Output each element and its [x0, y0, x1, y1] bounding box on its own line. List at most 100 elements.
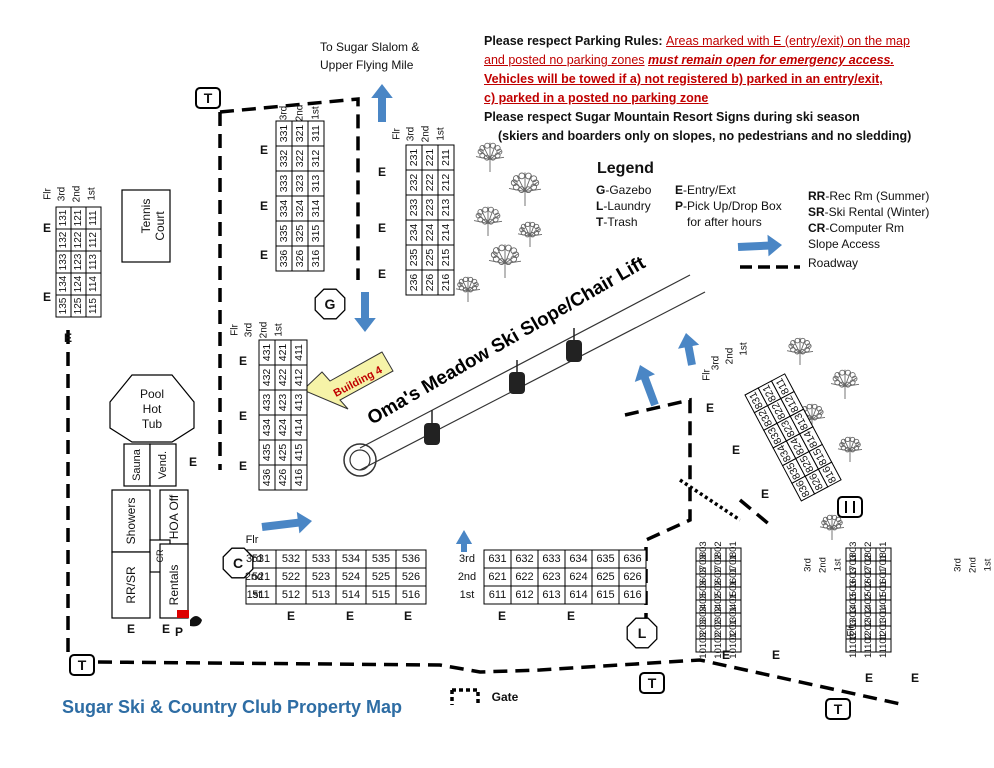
- unit-number: 10401: [728, 593, 739, 619]
- unit-number: 312: [310, 150, 322, 168]
- floor-label: 2nd: [725, 348, 736, 365]
- rentals-room: [159, 543, 189, 619]
- unit-cell: [817, 461, 842, 488]
- unit-number: 132: [58, 231, 69, 248]
- unit-number: 522: [282, 571, 300, 583]
- hoa-label: HOA Off: [167, 494, 181, 539]
- unit-number: 114: [88, 276, 99, 292]
- unit-number: 11802: [863, 542, 874, 568]
- unit-number: 513: [312, 589, 330, 601]
- unit-cell: [725, 638, 742, 653]
- unit-number: 11302: [863, 607, 874, 633]
- chair-icon: [424, 410, 440, 445]
- unit-number: 133: [58, 253, 69, 270]
- unit-number: 625: [596, 571, 614, 583]
- unit-number: 534: [342, 553, 360, 565]
- unit-number: 531: [252, 553, 270, 565]
- unit-number: 514: [342, 589, 360, 601]
- rules-line2b: must remain open for emergency access.: [648, 53, 894, 67]
- entry-marker: E: [911, 671, 919, 685]
- floor-label: 3rd: [459, 553, 475, 565]
- entry-marker: E: [772, 648, 780, 662]
- unit-number: 131: [58, 209, 69, 226]
- unit-number: 232: [408, 174, 420, 192]
- floor-label: Flr: [846, 625, 857, 636]
- floor-label: 1st: [739, 342, 750, 356]
- unit-cell: [307, 245, 325, 272]
- unit-number: 11401: [878, 594, 889, 620]
- unit-number: 10402: [713, 593, 724, 619]
- tree-icon: [473, 206, 503, 236]
- trash-icon: T: [195, 87, 221, 109]
- tree-icon: [517, 221, 543, 247]
- pickup-dropbox-icon: [190, 616, 202, 627]
- tennis-court: [121, 189, 171, 263]
- unit-number: 512: [282, 589, 300, 601]
- unit-number: 536: [402, 553, 420, 565]
- unit-number: 11402: [863, 594, 874, 620]
- tennis-label: Court: [153, 211, 167, 241]
- unit-number: 10302: [713, 606, 724, 632]
- pool-label: Pool: [140, 387, 164, 401]
- unit-number: 413: [293, 394, 305, 412]
- floor-label: 3rd: [803, 558, 814, 572]
- floor-label: 2nd: [295, 105, 306, 122]
- unit-number: 436: [261, 469, 273, 487]
- floor-label: 3rd: [711, 356, 722, 370]
- unit-number: 336: [278, 250, 290, 268]
- entry-marker: E: [732, 443, 740, 457]
- unit-number: 10501: [728, 580, 739, 606]
- parking-rules: Please respect Parking Rules: Areas mark…: [484, 32, 954, 146]
- unit-number: 11702: [863, 555, 874, 581]
- vending-room: [149, 443, 177, 487]
- entry-marker: E: [706, 401, 714, 415]
- floor-label: 2nd: [72, 186, 83, 203]
- unit-number: 10701: [728, 554, 739, 580]
- unit-number: 216: [440, 274, 452, 292]
- trash-icon-text: T: [648, 675, 657, 691]
- arrow-icon: [455, 530, 473, 552]
- unit-number: 331: [278, 125, 290, 143]
- unit-number: 10201: [728, 619, 739, 645]
- showers-label: Showers: [124, 498, 138, 545]
- entry-marker: E: [127, 622, 135, 636]
- upper-mile-label: To Sugar Slalom & Upper Flying Mile: [320, 38, 419, 74]
- unit-number: 236: [408, 274, 420, 292]
- unit-number: 134: [58, 275, 69, 292]
- entry-marker: E: [404, 609, 412, 623]
- unit-number: 523: [312, 571, 330, 583]
- floor-label: 2nd: [458, 571, 476, 583]
- unit-number: 112: [88, 232, 99, 248]
- unit-number: 11102: [863, 633, 874, 658]
- building-4-arrow-icon: [302, 351, 394, 410]
- upper-mile-line1: To Sugar Slalom &: [320, 40, 420, 54]
- floor-label: 3rd: [246, 553, 262, 565]
- unit-cell: [618, 585, 647, 605]
- unit-cell: [395, 585, 427, 605]
- unit-number: 11801: [878, 542, 889, 568]
- unit-number: 11601: [878, 568, 889, 594]
- unit-number: 11101: [878, 633, 889, 658]
- floor-label: Flr: [230, 324, 241, 336]
- sauna-label: Sauna: [131, 448, 143, 481]
- unit-number: 315: [310, 225, 322, 243]
- rules-line3: Vehicles will be towed if a) not registe…: [484, 72, 883, 86]
- pool-hot-tub: [109, 374, 195, 443]
- unit-number: 10503: [698, 580, 709, 606]
- unit-number: 11703: [848, 555, 859, 581]
- entry-marker: E: [239, 409, 247, 423]
- unit-cell: [437, 269, 455, 296]
- unit-number: 223: [424, 199, 436, 217]
- entry-marker: E: [287, 609, 295, 623]
- unit-number: 10803: [698, 541, 709, 567]
- unit-number: 612: [515, 589, 533, 601]
